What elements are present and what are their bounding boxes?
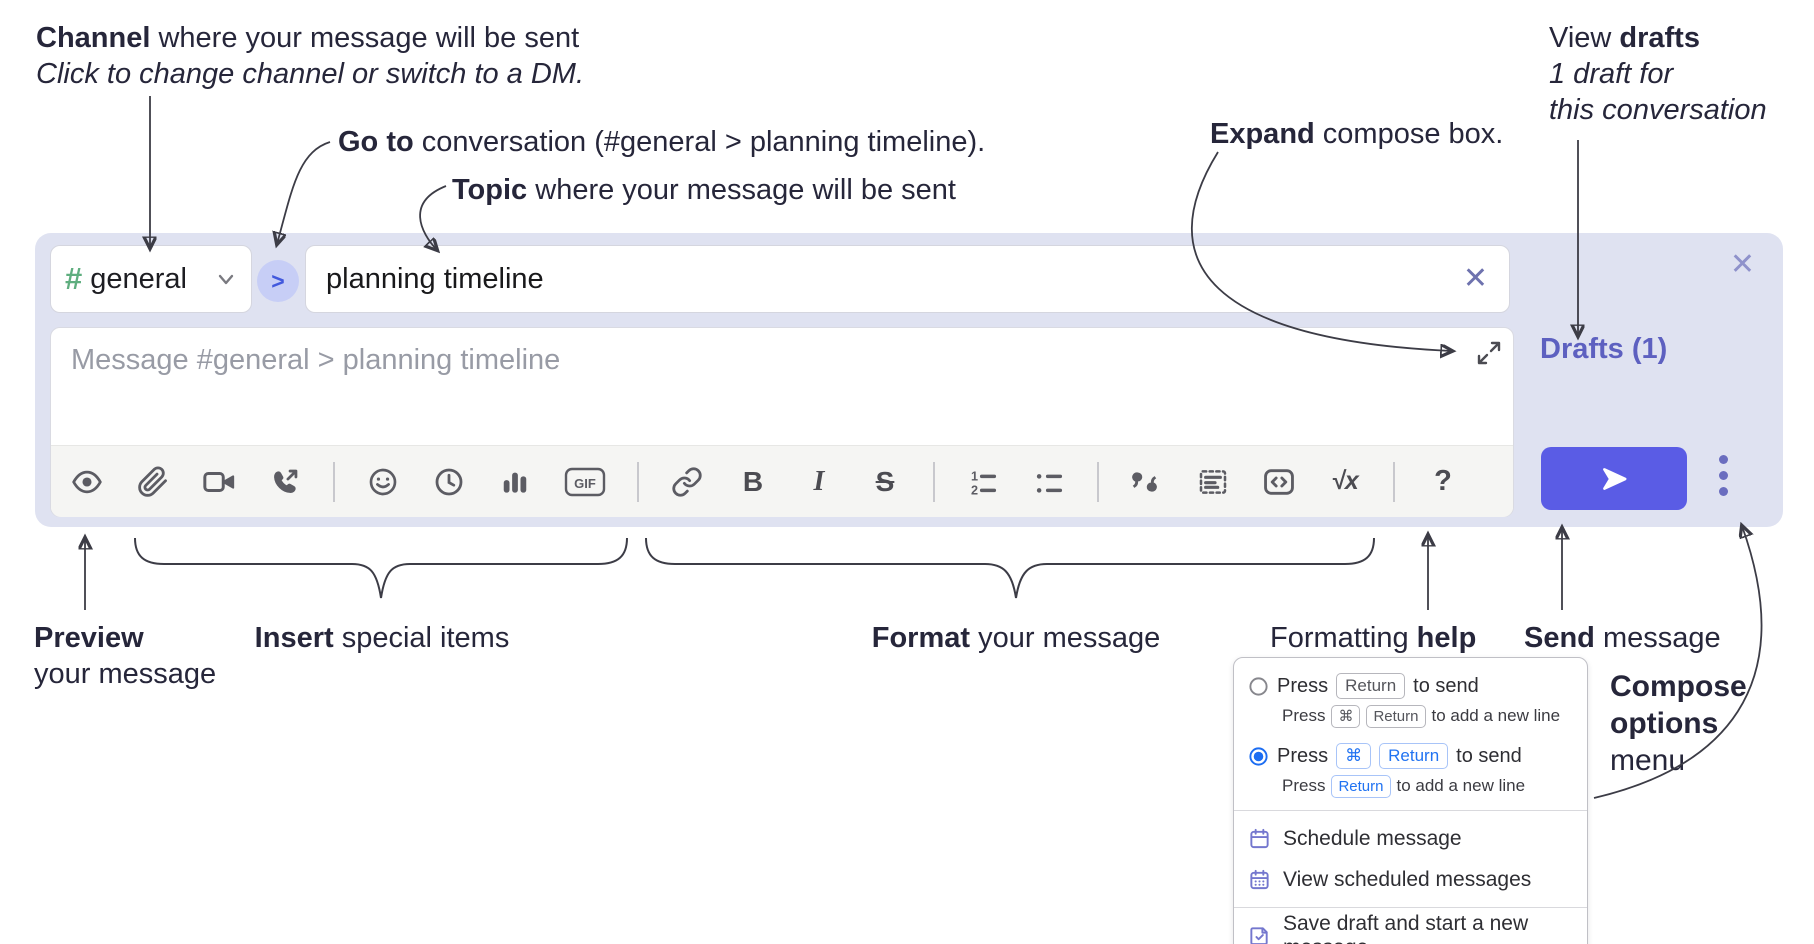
link-icon[interactable] [669, 464, 705, 500]
toolbar-divider [333, 461, 335, 502]
goto-arrow [277, 141, 331, 244]
send-annotation: Send message [1524, 622, 1721, 654]
toolbar-divider [637, 461, 639, 502]
drafts-link[interactable]: Drafts (1) [1540, 333, 1668, 365]
send-button[interactable] [1541, 447, 1687, 510]
toolbar-divider [1097, 461, 1099, 502]
chevron-down-icon [218, 274, 234, 285]
send-plane-icon [1603, 467, 1627, 490]
go-chevron-icon: > [271, 267, 285, 294]
expand-annotation: Expand compose box. [1210, 118, 1504, 150]
bulleted-list-icon[interactable] [1031, 464, 1067, 500]
snippet-block-icon[interactable] [1195, 464, 1231, 500]
preview-eye-icon[interactable] [69, 464, 105, 500]
menu-divider [1234, 810, 1587, 811]
inline-code-icon[interactable] [1261, 464, 1297, 500]
format-annotation: Format your message [871, 622, 1161, 654]
compose-box-panel: # general > ✕ ✕ Message #general > plann… [35, 233, 1783, 527]
go-to-conversation-button[interactable]: > [257, 260, 299, 302]
formatting-help-annotation: Formatting help [1270, 622, 1477, 654]
menu-divider [1234, 907, 1587, 908]
channel-selector[interactable]: # general [50, 245, 252, 313]
gif-icon[interactable]: GIF [563, 464, 607, 500]
video-icon[interactable] [201, 464, 237, 500]
insert-brace [134, 537, 628, 599]
clock-icon[interactable] [431, 464, 467, 500]
close-icon[interactable]: ✕ [1729, 248, 1755, 281]
menu-item-view-scheduled[interactable]: View scheduled messages [1234, 859, 1587, 900]
formatting-help-icon[interactable]: ? [1434, 465, 1452, 497]
topic-input[interactable] [305, 245, 1510, 313]
svg-text:GIF: GIF [574, 476, 596, 491]
message-placeholder: Message #general > planning timeline [71, 344, 561, 376]
poll-chart-icon[interactable] [497, 464, 533, 500]
strikethrough-icon[interactable]: S [875, 465, 895, 497]
radio-unselected-icon [1249, 676, 1268, 696]
audio-call-icon[interactable] [267, 464, 303, 500]
channel-name: general [90, 262, 187, 295]
formula-icon[interactable]: √x [1331, 467, 1359, 495]
topic-annotation: Topic where your message will be sent [452, 174, 956, 206]
topic-field-wrap: ✕ [305, 245, 1510, 313]
blockquote-icon[interactable] [1129, 464, 1165, 500]
menu-item-save-draft[interactable]: Save draft and start a new message [1234, 912, 1587, 944]
toolbar-divider [1393, 461, 1395, 502]
calendar-icon [1250, 828, 1269, 849]
bold-icon[interactable]: B [742, 465, 764, 497]
svg-text:2: 2 [971, 483, 978, 497]
compose-options-kebab-icon[interactable] [1719, 455, 1728, 496]
message-box[interactable]: Message #general > planning timeline [50, 327, 1514, 517]
channel-hash-icon: # [65, 261, 83, 296]
radio-selected-icon [1249, 746, 1268, 766]
expand-icon[interactable] [1475, 339, 1503, 367]
toolbar-divider [933, 461, 935, 502]
italic-icon[interactable]: I [813, 465, 825, 497]
svg-text:1: 1 [971, 469, 978, 483]
save-draft-icon [1250, 927, 1268, 944]
topic-clear-icon[interactable]: ✕ [1462, 262, 1488, 295]
emoji-icon[interactable] [365, 464, 401, 500]
insert-annotation: Insert special items [254, 622, 510, 654]
format-brace [645, 537, 1375, 599]
attach-paperclip-icon[interactable] [135, 464, 171, 500]
menu-item-schedule-message[interactable]: Schedule message [1234, 818, 1587, 859]
goto-annotation: Go to conversation (#general > planning … [338, 126, 986, 158]
calendar-dots-icon [1250, 869, 1269, 890]
